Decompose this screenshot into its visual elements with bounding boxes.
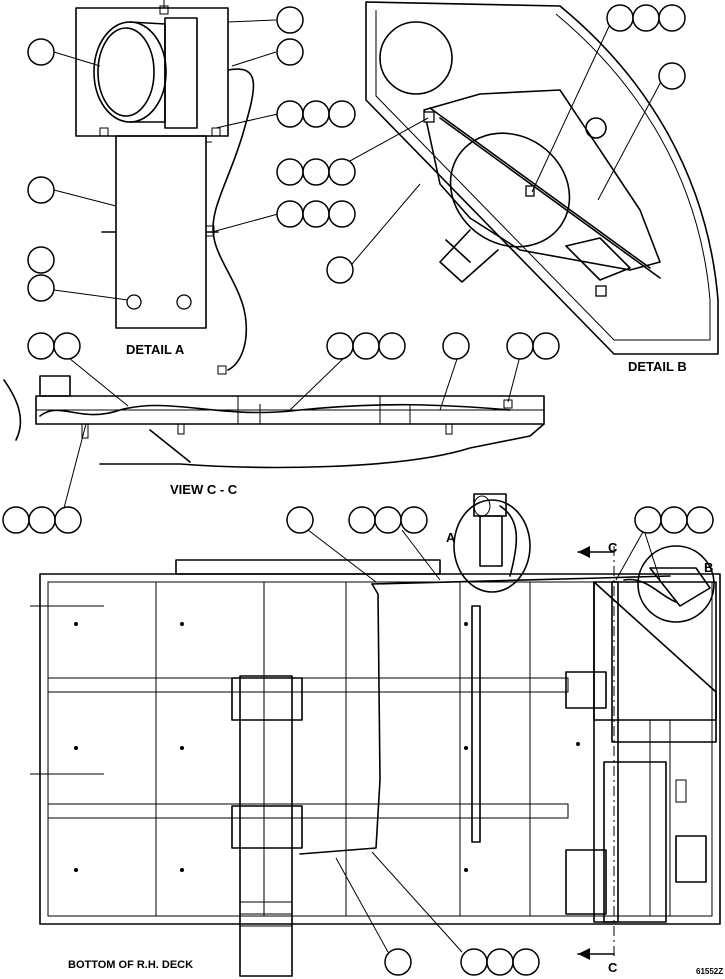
callout-vc-2 [326, 332, 406, 360]
callouts [2, 4, 714, 976]
callout-da-8 [27, 246, 55, 302]
leader-lines [53, 19, 665, 953]
view-cc-drawing [3, 375, 545, 469]
callout-da-4 [276, 100, 356, 128]
deck-drawing [30, 493, 721, 977]
ref-c-bottom-label: C [608, 960, 618, 975]
figure-number: 61552Z [696, 967, 723, 976]
callout-da-3 [276, 38, 304, 66]
callout-bd-2 [348, 506, 428, 534]
callout-bd-1 [286, 506, 314, 534]
callout-da-1 [27, 38, 55, 66]
callout-bd-4 [384, 948, 412, 976]
callout-vc-4 [506, 332, 560, 360]
callout-db-1 [606, 4, 686, 32]
view-cc-label: VIEW C - C [170, 482, 238, 497]
detail-b-drawing [365, 1, 719, 355]
callout-da-6 [27, 176, 55, 204]
bottom-deck-label: BOTTOM OF R.H. DECK [68, 959, 193, 971]
callout-vc-5 [2, 506, 82, 534]
callout-bd-3 [634, 506, 714, 534]
callout-vc-1 [27, 332, 81, 360]
detail-a-label: DETAIL A [126, 342, 185, 357]
callout-da-2 [276, 6, 304, 34]
callout-da-7 [276, 200, 356, 228]
ref-b-label: B [704, 560, 713, 575]
callout-bd-5 [460, 948, 540, 976]
detail-b-label: DETAIL B [628, 359, 687, 374]
callout-da-5 [276, 158, 356, 186]
callout-db-2 [658, 62, 686, 90]
ref-c-top-label: C [608, 540, 618, 555]
ref-a-label: A [446, 530, 456, 545]
callout-vc-3 [442, 332, 470, 360]
detail-a-drawing [75, 0, 255, 375]
callout-db-3 [326, 256, 354, 284]
